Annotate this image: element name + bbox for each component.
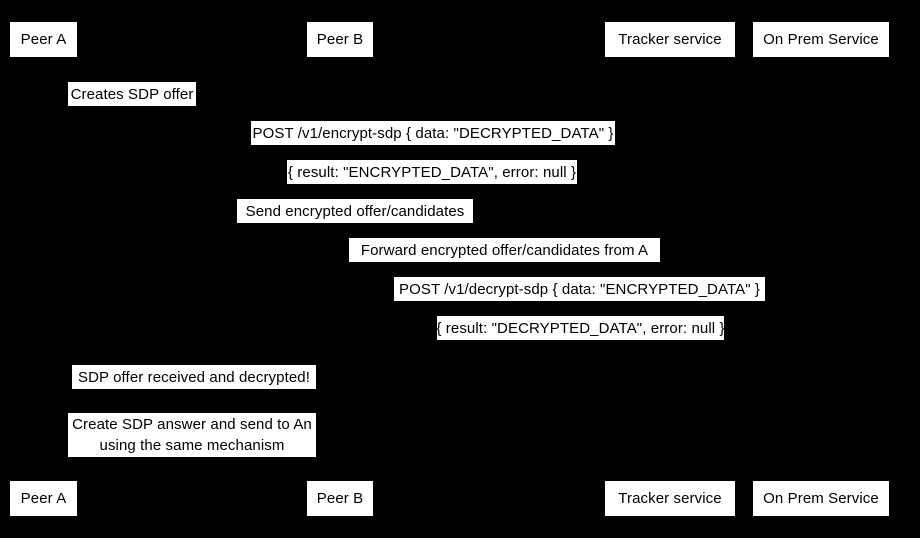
message-text: Creates SDP offer (70, 85, 194, 103)
participant-label: Peer A (20, 490, 67, 507)
participant-label: On Prem Service (763, 490, 879, 507)
message-text: POST /v1/encrypt-sdp { data: "DECRYPTED_… (252, 124, 614, 142)
message-creates-sdp-offer: Creates SDP offer (68, 82, 196, 106)
participant-box-peer-a-top[interactable]: Peer A (10, 22, 77, 57)
message-text-line-1: Create SDP answer and send to An (72, 416, 312, 433)
message-text: { result: "ENCRYPTED_DATA", error: null … (287, 163, 577, 181)
message-forward-encrypted-offer: Forward encrypted offer/candidates from … (349, 238, 660, 262)
message-sdp-offer-received: SDP offer received and decrypted! (72, 365, 316, 389)
participant-label: Tracker service (618, 31, 722, 48)
participant-box-peer-b-bottom[interactable]: Peer B (307, 481, 373, 516)
message-encrypt-sdp-result: { result: "ENCRYPTED_DATA", error: null … (287, 160, 577, 184)
participant-label: Peer B (316, 490, 364, 507)
participant-label: On Prem Service (763, 31, 879, 48)
participant-label: Peer A (20, 31, 67, 48)
participant-label: Peer B (316, 31, 364, 48)
message-text: POST /v1/decrypt-sdp { data: "ENCRYPTED_… (398, 280, 761, 298)
message-text-line-2: using the same mechanism (99, 437, 285, 454)
participant-box-on-prem-service-top[interactable]: On Prem Service (753, 22, 889, 57)
participant-label: Tracker service (618, 490, 722, 507)
participant-box-peer-b-top[interactable]: Peer B (307, 22, 373, 57)
message-text: SDP offer received and decrypted! (77, 368, 311, 386)
message-text: Forward encrypted offer/candidates from … (360, 241, 649, 259)
message-text: Send encrypted offer/candidates (245, 202, 465, 220)
message-post-decrypt-sdp: POST /v1/decrypt-sdp { data: "ENCRYPTED_… (394, 277, 765, 301)
message-post-encrypt-sdp: POST /v1/encrypt-sdp { data: "DECRYPTED_… (251, 121, 615, 145)
message-decrypt-sdp-result: { result: "DECRYPTED_DATA", error: null … (436, 316, 725, 340)
participant-box-tracker-service-top[interactable]: Tracker service (605, 22, 735, 57)
message-send-encrypted-offer: Send encrypted offer/candidates (237, 199, 473, 223)
participant-box-on-prem-service-bottom[interactable]: On Prem Service (753, 481, 889, 516)
message-create-sdp-answer: Create SDP answer and send to An using t… (68, 413, 316, 457)
participant-box-tracker-service-bottom[interactable]: Tracker service (605, 481, 735, 516)
message-text: { result: "DECRYPTED_DATA", error: null … (436, 319, 725, 337)
participant-box-peer-a-bottom[interactable]: Peer A (10, 481, 77, 516)
